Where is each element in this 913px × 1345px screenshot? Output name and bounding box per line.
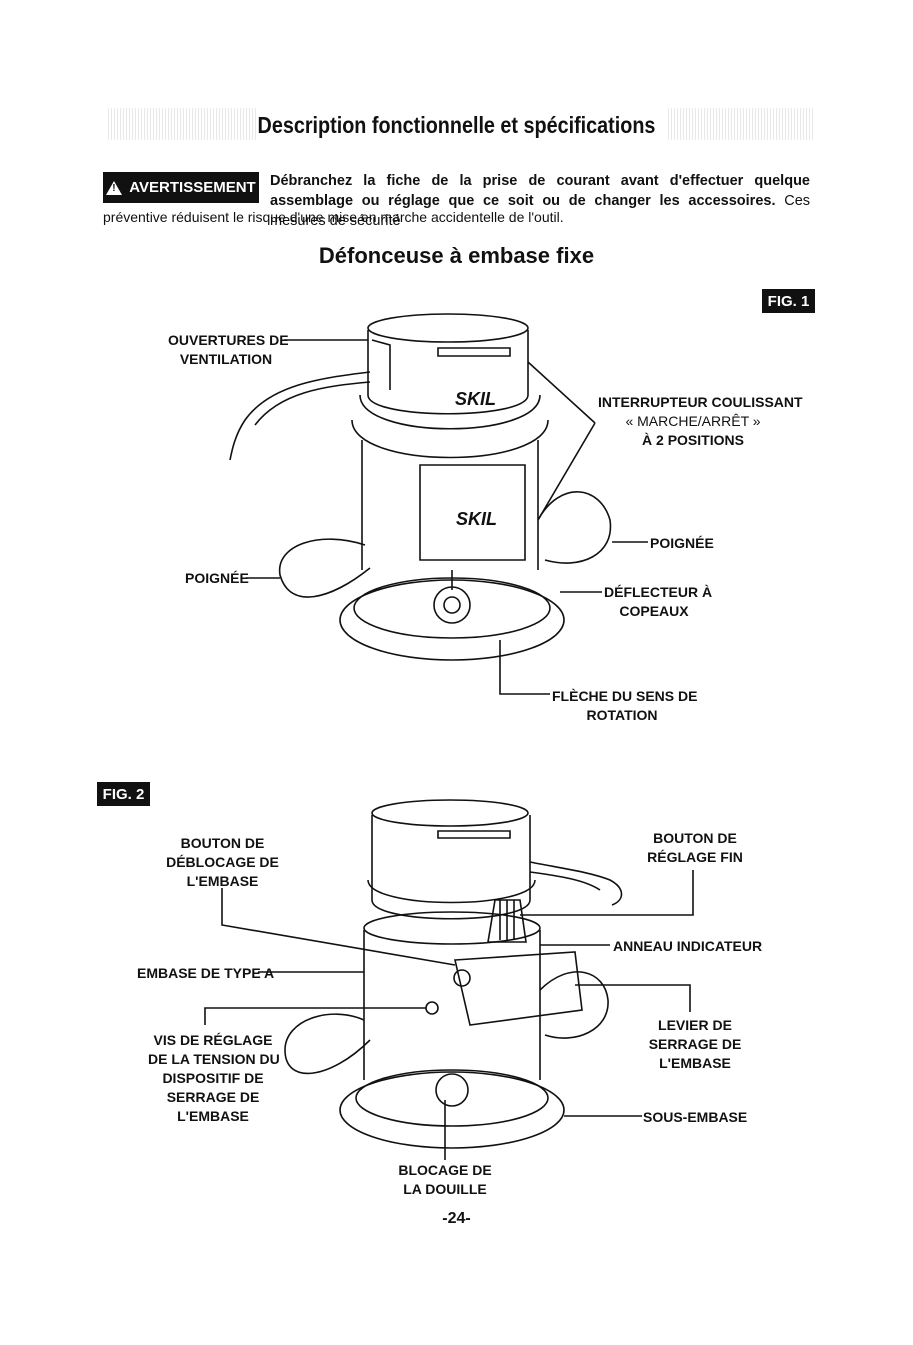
fig2-label-spindle: BLOCAGE DE LA DOUILLE [390, 1161, 500, 1199]
fig2-label-screw-line3: DISPOSITIF DE [162, 1070, 264, 1086]
fig2-label-lever: LEVIER DE SERRAGE DE L'EMBASE [645, 1016, 745, 1073]
fig2-label-release-line2: DÉBLOCAGE DE [166, 854, 279, 870]
fig2-left-handle [284, 1013, 371, 1075]
fig1-label-handle-right: POIGNÉE [650, 535, 714, 551]
fig2-right-handle [539, 971, 609, 1039]
title-band-left [108, 108, 256, 140]
fig2-label-fine-line1: BOUTON DE [653, 830, 737, 846]
fig2-spindle [435, 1073, 469, 1107]
fig2-label-spindle-line2: LA DOUILLE [403, 1181, 487, 1197]
fig1-switch [437, 347, 511, 357]
fig1-leader-switch [527, 361, 596, 521]
warning-badge: AVERTISSEMENT [103, 172, 259, 203]
fig1-label-deflector-line1: DÉFLECTEUR À [604, 584, 713, 600]
fig2-release-button [453, 969, 471, 987]
warning-badge-label: AVERTISSEMENT [129, 179, 256, 196]
fig2-label-release-line3: L'EMBASE [186, 873, 259, 889]
fig2-leader-fine [520, 870, 694, 916]
fig2-label-subbase: SOUS-EMBASE [643, 1109, 748, 1125]
fig2-label-spindle-line1: BLOCAGE DE [398, 1162, 492, 1178]
fig2-label-ring: ANNEAU INDICATEUR [613, 938, 763, 954]
fig2-label-screw-line2: DE LA TENSION DU [148, 1051, 280, 1067]
warning-bold-text: Débranchez la fiche de la prise de coura… [270, 173, 810, 209]
fig1-label-deflector-line2: COPEAUX [619, 603, 689, 619]
warning-text: Débranchez la fiche de la prise de coura… [270, 171, 810, 231]
fig2-cord [529, 861, 623, 906]
fig1-label-arrow-line1: FLÈCHE DU SENS DE [552, 688, 698, 704]
fig2-leader-screw [204, 1007, 426, 1025]
fig2-label-screw-line4: SERRAGE DE [166, 1089, 260, 1105]
fig2-tag: FIG. 2 [97, 782, 150, 806]
page-number: -24- [442, 1210, 471, 1227]
fig1-label-vents: OUVERTURES DE VENTILATION [168, 331, 289, 369]
warning-icon [106, 180, 123, 195]
fig2-label-screw: VIS DE RÉGLAGE DE LA TENSION DU DISPOSIT… [148, 1031, 280, 1126]
fig2-label-release: BOUTON DE DÉBLOCAGE DE L'EMBASE [160, 834, 285, 891]
fig1-label-switch: INTERRUPTEUR COULISSANT « MARCHE/ARRÊT »… [598, 393, 803, 450]
title-band-right [668, 108, 813, 140]
fig2-indicator-ring [363, 911, 541, 945]
fig1-left-handle [278, 538, 371, 598]
fig2-label-lever-line2: SERRAGE DE [648, 1036, 742, 1052]
warning-text-line2: préventive réduisent le risque d'une mis… [103, 209, 564, 225]
fig2-leader-release [221, 888, 456, 966]
fig1-label-vents-line2: VENTILATION [179, 351, 273, 367]
fig1-top-cap [367, 313, 529, 343]
fig2-label-screw-line1: VIS DE RÉGLAGE [153, 1032, 273, 1048]
fig2-label-fine: BOUTON DE RÉGLAGE FIN [640, 829, 750, 867]
fig1-right-handle [537, 491, 612, 564]
fig2-label-base-type: EMBASE DE TYPE A [137, 965, 275, 981]
fig2-label-lever-line1: LEVIER DE [658, 1017, 732, 1033]
fig1-leader-arrow [499, 640, 550, 695]
fig1-label-switch-line1: INTERRUPTEUR COULISSANT [598, 394, 803, 410]
fig2-label-release-line1: BOUTON DE [180, 835, 265, 851]
warning-normal-text: Ces mesures de sécurité [270, 193, 811, 229]
fig1-label-arrow-line2: ROTATION [586, 707, 658, 723]
fig1-label-deflector: DÉFLECTEUR À COPEAUX [604, 583, 713, 621]
fig1-brand-logo-lower: SKIL [456, 509, 497, 529]
fig1-label-vents-line1: OUVERTURES DE [168, 332, 289, 348]
fig2-tension-screw [425, 1001, 439, 1015]
fig2-fine-adjust-knob [487, 899, 527, 943]
fig2-leader-lever [575, 984, 691, 1012]
fig1-brand-logo-upper: SKIL [455, 389, 496, 409]
fig1-label-switch-line3: À 2 POSITIONS [642, 432, 744, 448]
fig2-clamp-lever [454, 951, 583, 1026]
fig1-label-arrow: FLÈCHE DU SENS DE ROTATION [552, 687, 698, 725]
fig2-label-fine-line2: RÉGLAGE FIN [647, 849, 743, 865]
page-subtitle: Défonceuse à embase fixe [318, 243, 595, 268]
fig2-label-screw-line5: L'EMBASE [177, 1108, 249, 1124]
fig2-sub-base [339, 1071, 565, 1149]
fig1-label-handle-left: POIGNÉE [185, 570, 249, 586]
fig1-cord [229, 371, 371, 461]
fig2-label-lever-line3: L'EMBASE [659, 1055, 731, 1071]
fig2-top-cap [371, 799, 529, 827]
fig1-label-switch-line2: « MARCHE/ARRÊT » [625, 413, 761, 429]
section-title: Description fonctionnelle et spécificati… [257, 112, 656, 138]
fig1-tag: FIG. 1 [762, 289, 815, 313]
